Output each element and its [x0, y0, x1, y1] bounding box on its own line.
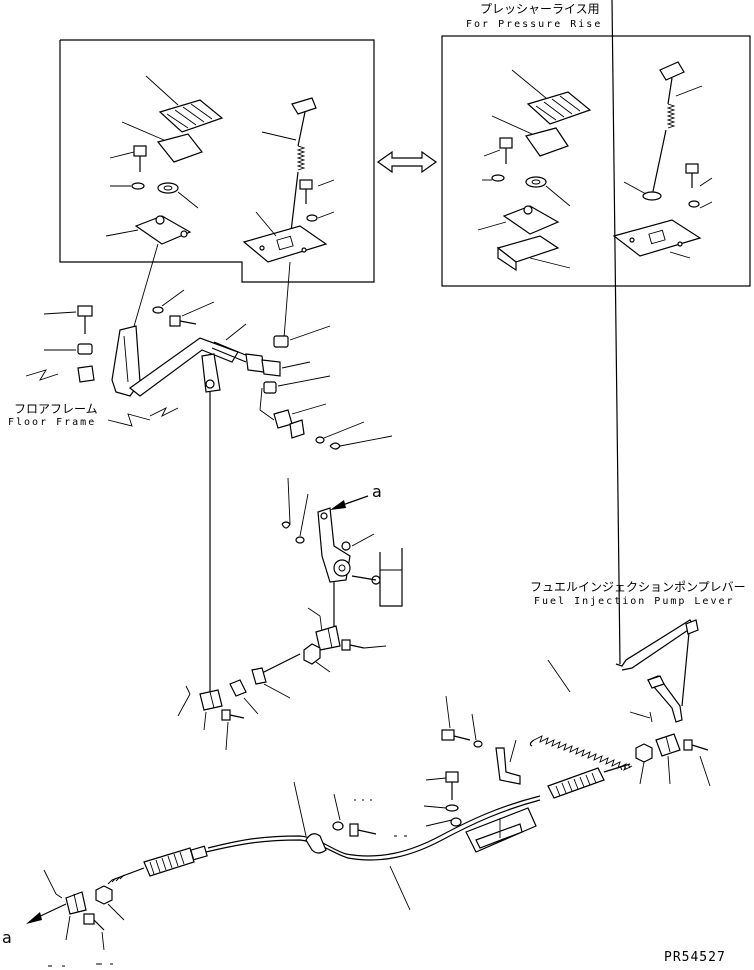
nut: [303, 643, 321, 665]
fuel-injection-pump-lever: [615, 619, 699, 723]
control-cable: [107, 763, 631, 885]
collar: [289, 419, 305, 439]
floor-frame-label-jp: フロアフレーム: [14, 402, 98, 416]
nut: [44, 343, 93, 355]
fuel-lever-label-en: Fuel Injection Pump Lever: [534, 596, 735, 607]
return-spring: [529, 0, 633, 771]
bolt: [685, 163, 713, 188]
bolt: [221, 709, 245, 751]
cotter-pin: [329, 442, 341, 450]
pedal-bracket: [477, 205, 560, 235]
clevis: [273, 409, 293, 429]
cable-bracket: [465, 807, 537, 853]
cable-clamp: [425, 817, 462, 827]
boot-plate: [242, 211, 328, 263]
washer: [131, 182, 145, 190]
pressure-rise-label-jp: プレッシャーライス用: [480, 2, 600, 16]
throttle-rod: [651, 61, 703, 197]
clevis: [65, 891, 87, 915]
grommet: [157, 182, 199, 209]
washer: [445, 804, 459, 812]
bolt: [441, 695, 471, 741]
washer: [315, 436, 325, 444]
washer: [473, 740, 483, 748]
bracket: [495, 739, 521, 785]
clevis: [655, 733, 681, 785]
reference-mark-a-bottom: a: [2, 928, 12, 947]
nut: [635, 743, 653, 763]
cable-clamp: [293, 781, 327, 854]
bellcrank-lever: [317, 507, 375, 583]
bolt: [483, 137, 513, 164]
pedal-pad: [511, 69, 592, 125]
pedal-pad: [145, 75, 224, 133]
standard-pedal-inset: [59, 39, 375, 283]
nut: [263, 375, 331, 394]
washer: [688, 200, 700, 208]
nut: [251, 667, 267, 685]
bolt: [349, 823, 377, 837]
pedal-body: [491, 115, 569, 157]
pressure-rise-label-en: For Pressure Rise: [466, 19, 603, 30]
bolt: [43, 305, 93, 334]
reference-mark-a-top: a: [372, 482, 382, 501]
washer: [642, 191, 662, 201]
bolt: [83, 913, 105, 951]
clevis: [199, 689, 223, 711]
grommet: [525, 176, 571, 207]
fuel-lever-label-jp: フュエルインジェクションポンプレバー: [530, 580, 746, 594]
clevis: [315, 625, 341, 651]
bolt: [169, 301, 215, 327]
bolt: [109, 145, 147, 172]
double-arrow-icon: [376, 150, 438, 174]
nut: [229, 679, 247, 697]
washer: [306, 214, 318, 222]
pressure-rise-inset: [441, 35, 751, 287]
pedal-lever: [111, 325, 265, 397]
floor-frame-symbol: [25, 369, 179, 427]
spacer: [77, 365, 95, 383]
nut: [95, 885, 113, 905]
stopper-block: [496, 235, 571, 272]
cotter-pin: [281, 521, 291, 529]
bolt: [683, 739, 711, 787]
boot-plate: [612, 219, 702, 259]
rod-end: [261, 359, 281, 377]
pedal-body: [121, 121, 203, 163]
mount-bracket: [371, 548, 403, 607]
bolt: [425, 771, 459, 800]
drawing-code: PR54527: [664, 950, 726, 965]
bolt: [341, 639, 387, 651]
bolt: [299, 179, 335, 204]
washer: [152, 306, 164, 314]
nut: [273, 325, 331, 348]
washer: [332, 821, 344, 831]
washer: [295, 536, 305, 544]
floor-frame-label-en: Floor Frame: [8, 417, 97, 428]
leader-line: [389, 865, 411, 911]
washer: [491, 174, 505, 182]
pedal-bracket: [105, 215, 192, 245]
